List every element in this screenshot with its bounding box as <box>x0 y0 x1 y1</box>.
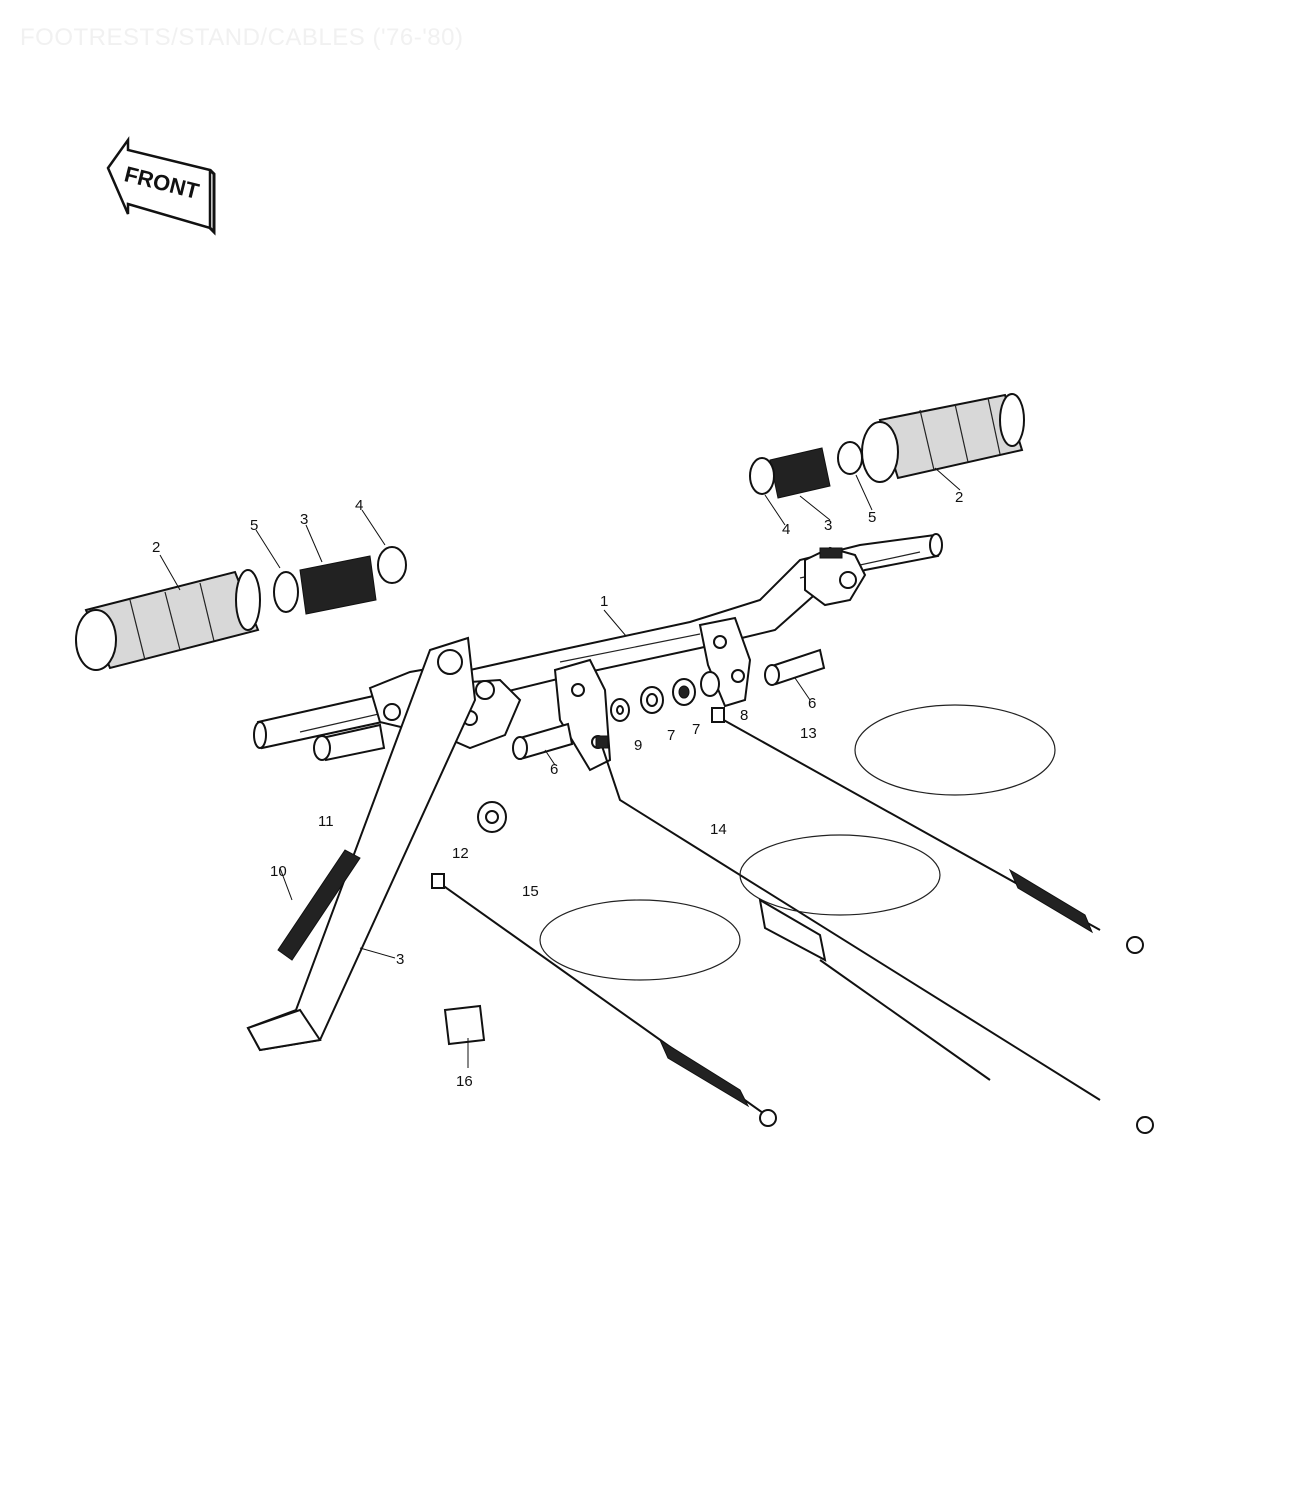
left-grip <box>75 569 261 671</box>
stand-pivot-bolt <box>313 723 386 762</box>
page-title: FOOTRESTS/STAND/CABLES ('76-'80) <box>20 24 464 51</box>
callout-2-right: 2 <box>955 489 963 506</box>
callout-3-left: 3 <box>300 511 308 528</box>
callout-15: 15 <box>522 883 539 900</box>
callout-7-b: 7 <box>692 721 700 738</box>
side-stand <box>246 636 477 1052</box>
cable-14 <box>595 735 1154 1134</box>
callout-5-left: 5 <box>250 517 258 534</box>
callout-1: 1 <box>600 593 608 610</box>
clamp-bolt-left <box>512 722 574 760</box>
callout-7-a: 7 <box>667 727 675 744</box>
callout-stand: 3 <box>396 951 404 968</box>
callout-4-left: 4 <box>355 497 363 514</box>
cable-clip <box>443 1004 486 1046</box>
left-throttle-spring <box>273 546 407 615</box>
clamp-bolt-right <box>764 648 826 686</box>
callout-6-left: 6 <box>550 761 558 778</box>
callout-10: 10 <box>270 863 287 880</box>
cable-15 <box>431 873 991 1127</box>
callout-5-right: 5 <box>868 509 876 526</box>
callout-3-right: 3 <box>824 517 832 534</box>
callout-2-left: 2 <box>152 539 160 556</box>
callout-4-right: 4 <box>782 521 790 538</box>
stand-nut <box>477 801 507 833</box>
front-arrow-icon: FRONT <box>106 136 216 236</box>
callout-16: 16 <box>456 1073 473 1090</box>
right-throttle-spring <box>749 441 863 499</box>
callout-14: 14 <box>710 821 727 838</box>
right-grip <box>861 393 1025 483</box>
stand-return-spring <box>277 849 361 961</box>
cable-13 <box>711 704 1144 954</box>
callout-11: 11 <box>318 813 334 830</box>
callout-8: 8 <box>740 707 748 724</box>
callout-13: 13 <box>800 725 817 742</box>
callout-9: 9 <box>634 737 642 754</box>
callout-12: 12 <box>452 845 469 862</box>
leader-lines <box>159 467 961 1068</box>
callout-6-right: 6 <box>808 695 816 712</box>
right-control-housing <box>804 546 867 607</box>
clamp-washers <box>610 671 720 722</box>
callout-labels: 1 2 2 3 3 4 4 5 5 6 6 7 7 8 9 10 11 12 1… <box>152 489 963 1090</box>
